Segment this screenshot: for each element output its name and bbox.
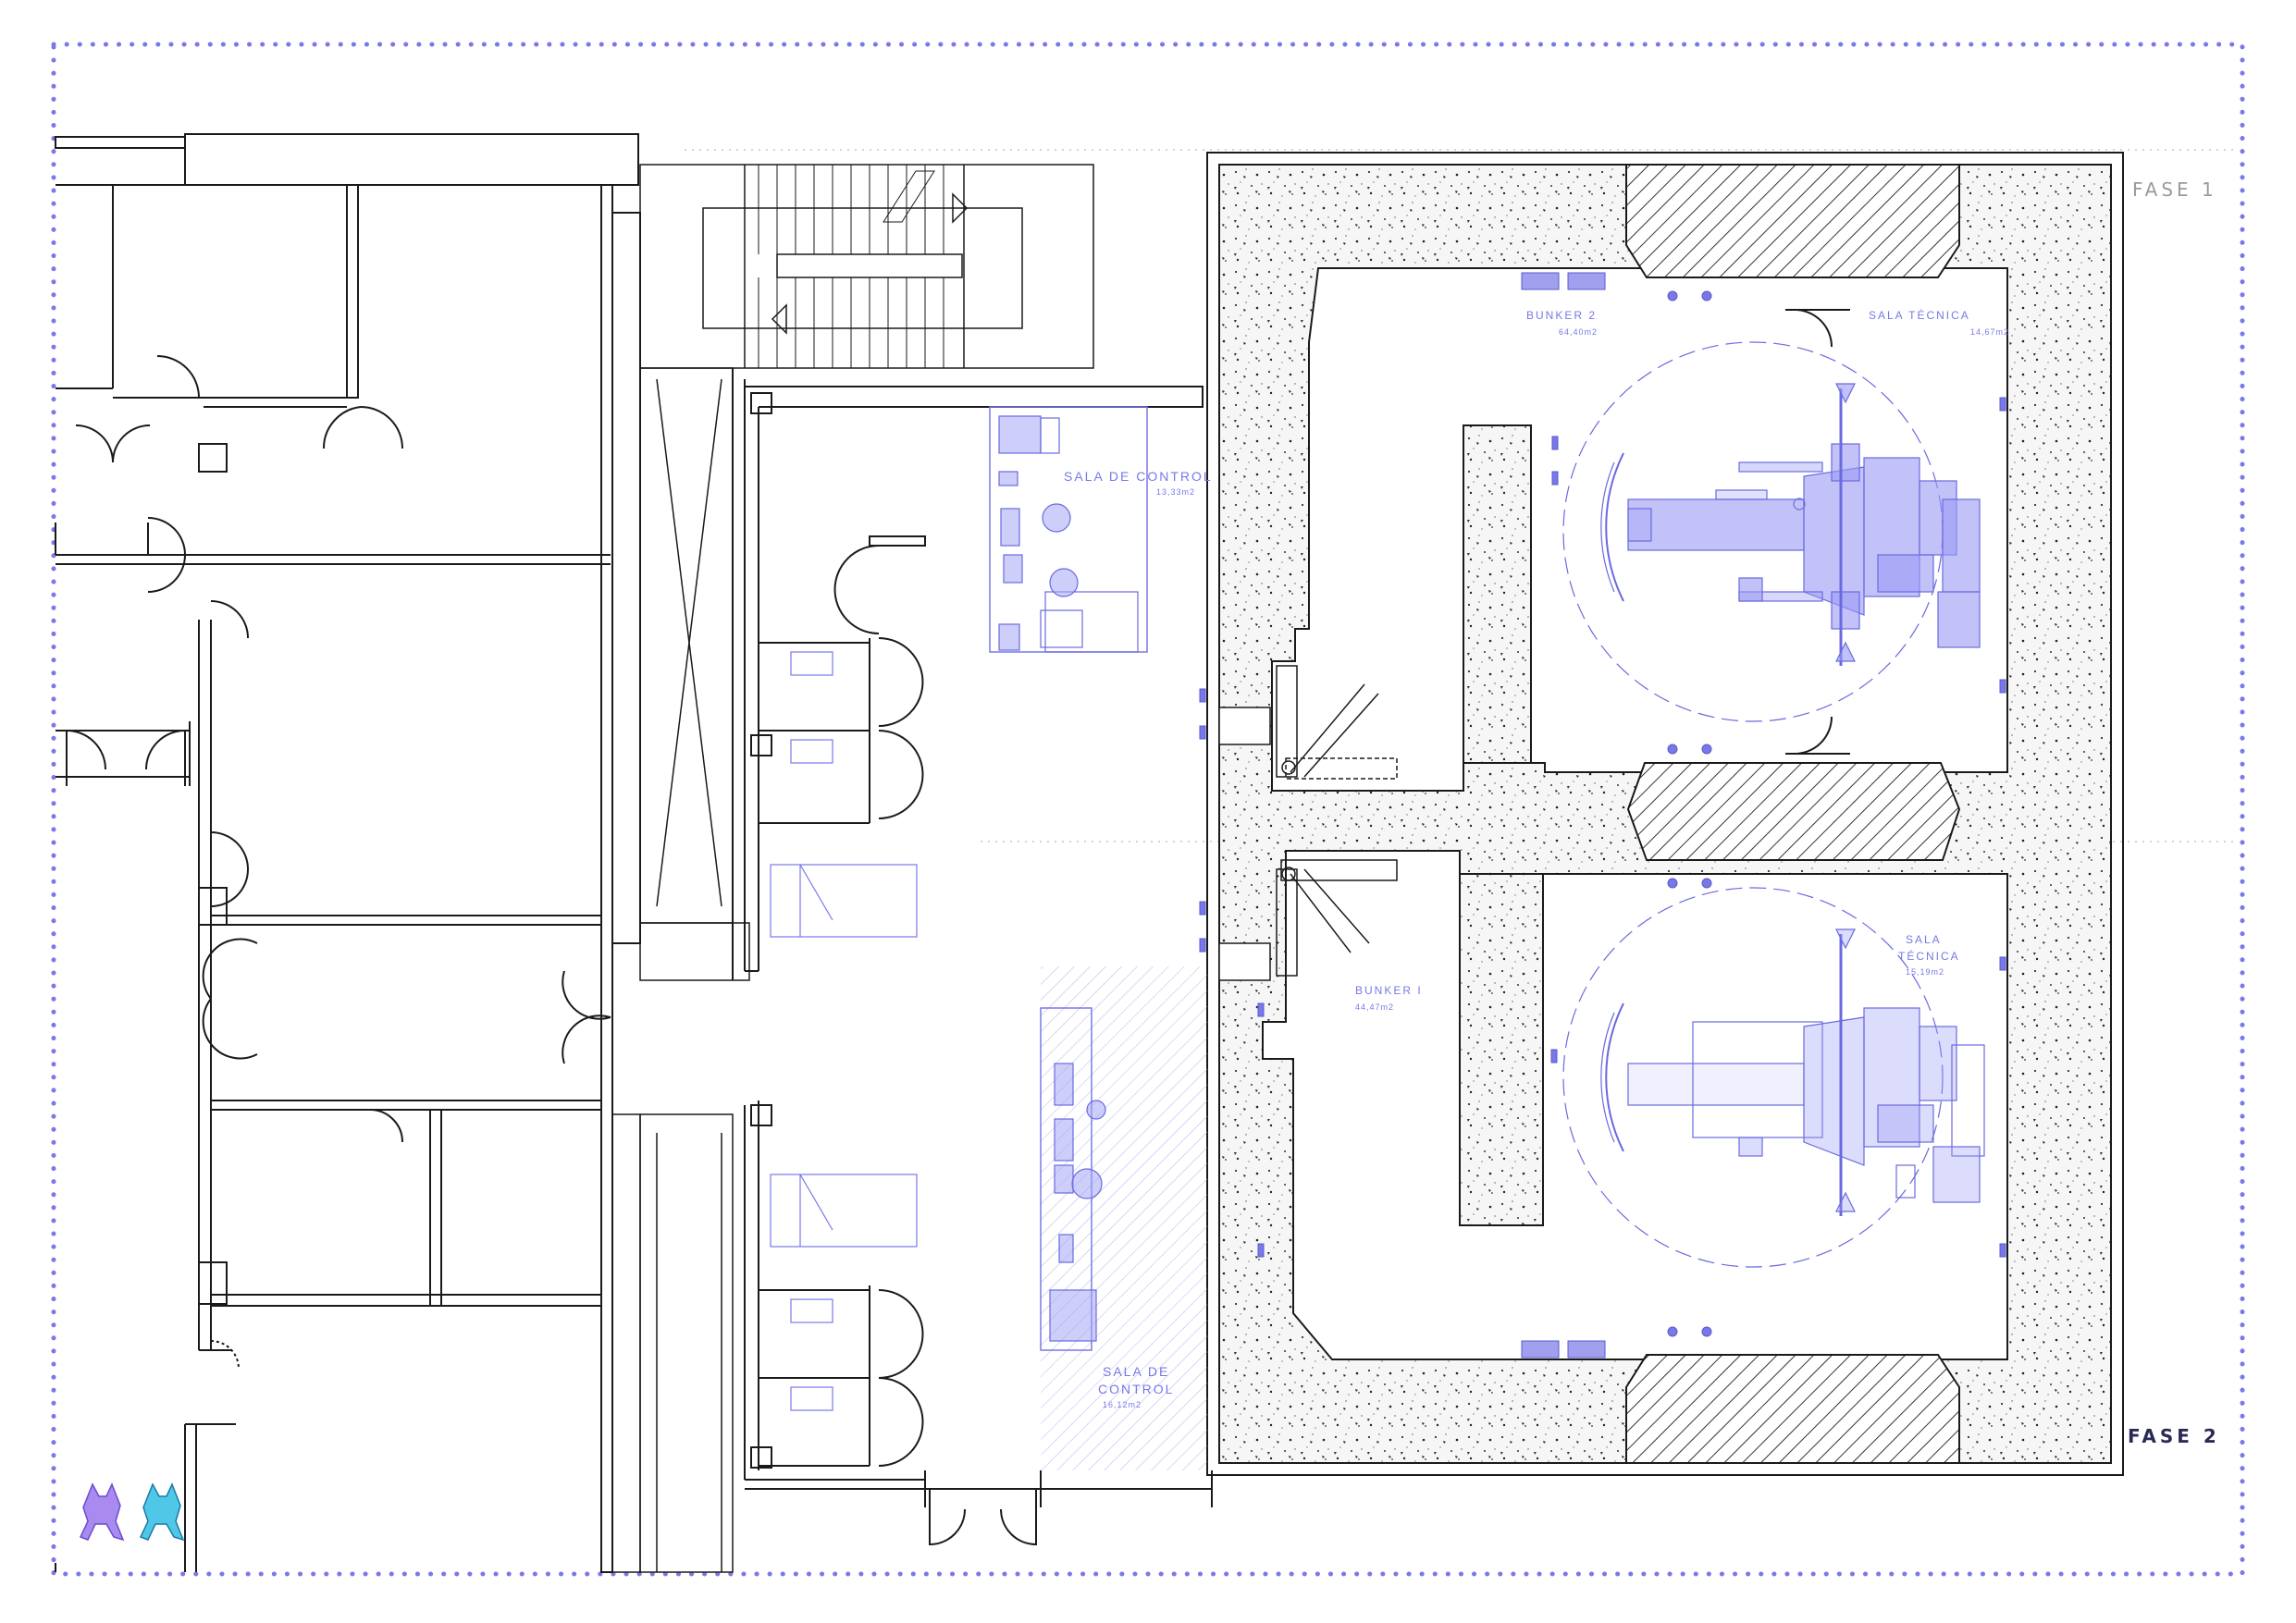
sheet-border xyxy=(51,42,2245,1577)
dog-logo-icon xyxy=(139,1482,185,1542)
sala-control-top-area: 13,33m2 xyxy=(1156,487,1195,497)
linac-top xyxy=(1562,341,1981,722)
bunker2-area: 64,40m2 xyxy=(1559,327,1598,337)
sala-tecnica-bottom-label-2: TÉCNICA xyxy=(1898,949,1960,963)
bunker2-label: BUNKER 2 xyxy=(1526,309,1597,322)
sala-control-top-label: SALA DE CONTROL xyxy=(1064,469,1213,484)
sala-tecnica-top-area: 14,67m2 xyxy=(1970,327,2009,337)
wall-equipment xyxy=(1199,272,2006,1359)
control-room-bottom-zone xyxy=(1041,966,1207,1470)
staircase xyxy=(639,164,1094,369)
phase2-label: FASE 2 xyxy=(2128,1425,2220,1447)
control-console-bottom xyxy=(1040,1007,1106,1351)
sala-control-bottom-label-1: SALA DE xyxy=(1103,1364,1169,1379)
sala-tecnica-top-label: SALA TÉCNICA xyxy=(1869,308,1970,322)
phase1-label: FASE 1 xyxy=(2132,178,2217,201)
fixtures xyxy=(770,651,918,1411)
control-console-top xyxy=(989,406,1148,653)
corridor-walls xyxy=(732,368,1213,1546)
left-building xyxy=(55,133,641,1573)
sala-control-bottom-label-2: CONTROL xyxy=(1098,1382,1174,1396)
room-labels: BUNKER 2 64,40m2 SALA TÉCNICA 14,67m2 SA… xyxy=(1064,308,2009,1409)
left-doors xyxy=(66,355,611,1370)
sala-control-bottom-area: 16,12m2 xyxy=(1103,1400,1142,1409)
sala-tecnica-bottom-label-1: SALA xyxy=(1906,933,1942,946)
dog-logo-icon xyxy=(79,1482,125,1542)
sala-tecnica-bottom-area: 15,19m2 xyxy=(1906,967,1944,977)
linac-bottom xyxy=(1562,887,1985,1268)
bunker1-label: BUNKER I xyxy=(1355,984,1423,997)
bunker-structure xyxy=(1206,152,2124,1476)
elevator-shaft xyxy=(611,367,750,1573)
bunker1-area: 44,47m2 xyxy=(1355,1002,1394,1012)
